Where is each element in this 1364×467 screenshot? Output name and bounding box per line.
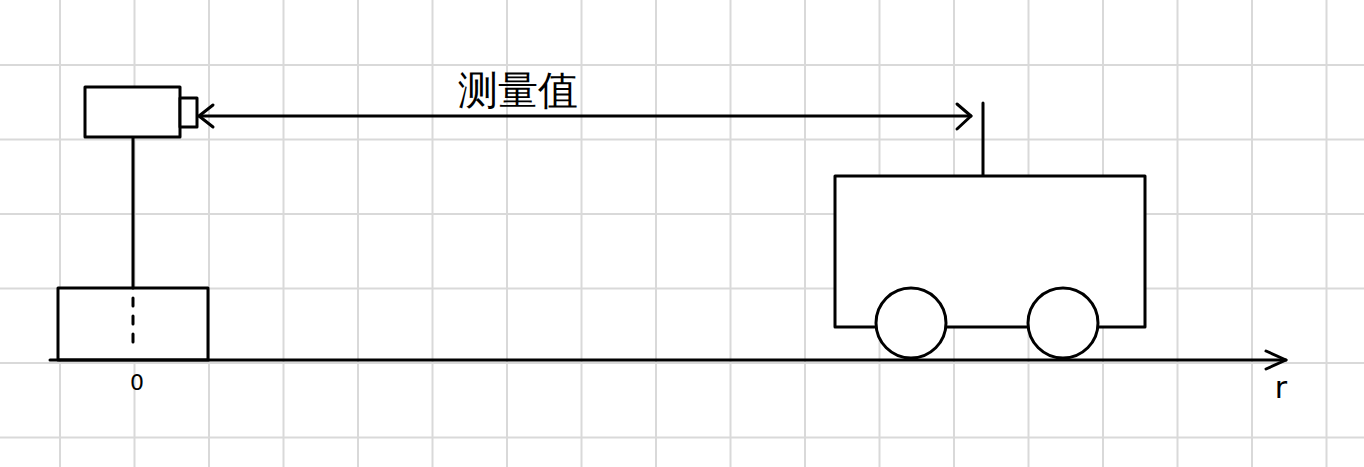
arrow-head [199, 105, 213, 127]
grid-line [0, 362, 1364, 364]
measurement-label: 测量值 [458, 70, 578, 110]
sensor-pole [132, 138, 135, 288]
cart-bottom [946, 326, 1028, 329]
axis-label: r [1275, 373, 1287, 403]
grid-line [0, 213, 1364, 215]
grid-line [283, 0, 285, 467]
grid-line [655, 0, 657, 467]
origin-label: 0 [130, 372, 144, 394]
grid-line [432, 0, 434, 467]
sensor-body [85, 87, 180, 137]
grid-line [59, 0, 61, 467]
grid-line [208, 0, 210, 467]
sensor-lens [180, 98, 197, 127]
cart-wheel [1028, 288, 1098, 358]
grid-line [0, 64, 1364, 66]
r-axis [50, 359, 1286, 362]
grid-line [1251, 0, 1253, 467]
grid-line [1177, 0, 1179, 467]
measure-arrow [199, 115, 971, 118]
cart-antenna [982, 103, 985, 176]
grid-line [804, 0, 806, 467]
cart-wheel [876, 288, 946, 358]
grid-line [134, 0, 136, 467]
grid-line [1326, 0, 1328, 467]
base-box [58, 288, 208, 360]
grid-line [581, 0, 583, 467]
axis-arrow-head [1266, 351, 1286, 369]
pole-hidden-line [132, 298, 135, 345]
grid-line [0, 437, 1364, 439]
grid-line [730, 0, 732, 467]
grid-line [357, 0, 359, 467]
grid-line [0, 139, 1364, 141]
arrow-head [957, 104, 971, 129]
